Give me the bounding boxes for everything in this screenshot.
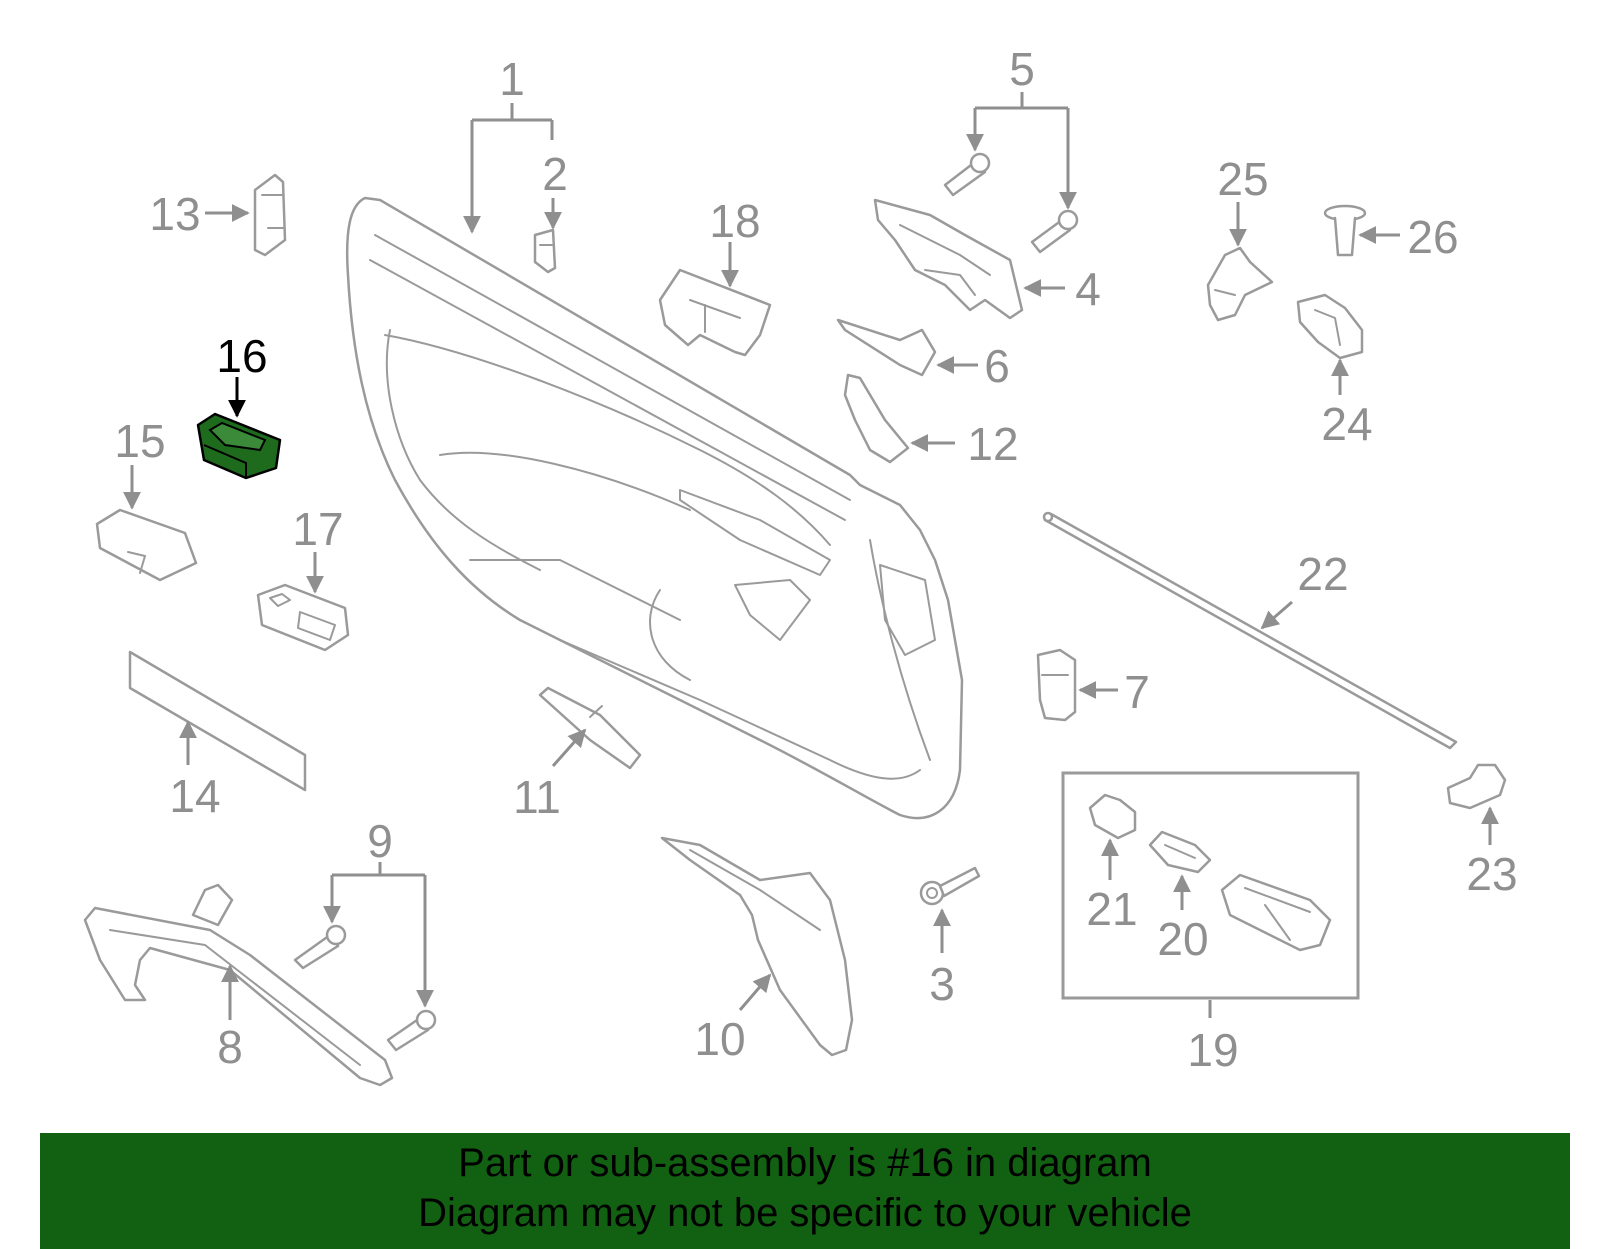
callout-15: 15 bbox=[114, 415, 165, 467]
pull-handle-trim-part-8[interactable] bbox=[83, 883, 394, 1087]
leader-lines bbox=[123, 92, 1499, 1020]
end-clip-part-23[interactable] bbox=[1446, 763, 1507, 810]
callout-25: 25 bbox=[1217, 153, 1268, 205]
callout-numbers: 1 2 3 4 5 6 7 8 9 10 11 12 13 14 15 16 1… bbox=[114, 43, 1517, 1076]
clip-part-21[interactable] bbox=[1088, 793, 1137, 840]
callout-5: 5 bbox=[1009, 43, 1035, 95]
callout-16: 16 bbox=[216, 330, 267, 382]
callout-21: 21 bbox=[1086, 883, 1137, 935]
trim-strip-part-6[interactable] bbox=[836, 318, 937, 377]
callout-8: 8 bbox=[217, 1021, 243, 1073]
push-pin-part-26[interactable] bbox=[1323, 204, 1367, 257]
callout-19: 19 bbox=[1187, 1024, 1238, 1076]
bracket-part-13[interactable] bbox=[253, 173, 287, 257]
callout-17: 17 bbox=[292, 503, 343, 555]
banner-line-part-number: Part or sub-assembly is #16 in diagram bbox=[458, 1141, 1152, 1185]
window-switch-part-17[interactable] bbox=[256, 583, 350, 652]
bolt-part-5b[interactable] bbox=[1030, 209, 1079, 254]
door-trim-panel[interactable] bbox=[345, 196, 964, 820]
callout-2: 2 bbox=[542, 148, 568, 200]
callout-6: 6 bbox=[984, 340, 1010, 392]
master-switch-part-19[interactable] bbox=[1220, 873, 1332, 952]
connector-part-7[interactable] bbox=[1036, 648, 1077, 722]
bolt-part-5a[interactable] bbox=[943, 152, 991, 197]
callout-24: 24 bbox=[1321, 398, 1372, 450]
banner-line-disclaimer: Diagram may not be specific to your vehi… bbox=[418, 1191, 1192, 1235]
screw-part-3[interactable] bbox=[919, 866, 981, 906]
switch-housing-part-15[interactable] bbox=[95, 508, 198, 582]
callout-3: 3 bbox=[929, 958, 955, 1010]
pad-part-14[interactable] bbox=[128, 650, 307, 792]
callout-4: 4 bbox=[1075, 263, 1101, 315]
callout-12: 12 bbox=[967, 418, 1018, 470]
callout-10: 10 bbox=[694, 1013, 745, 1065]
bracket-part-4[interactable] bbox=[873, 198, 1024, 320]
callout-11: 11 bbox=[513, 771, 561, 823]
callout-13: 13 bbox=[149, 188, 200, 240]
callout-26: 26 bbox=[1407, 211, 1458, 263]
bezel-part-18[interactable] bbox=[658, 268, 772, 357]
wedge-part-12[interactable] bbox=[843, 373, 910, 464]
switch-kit-part-19[interactable] bbox=[1061, 771, 1360, 1000]
callout-1: 1 bbox=[499, 53, 525, 105]
callout-14: 14 bbox=[169, 770, 220, 822]
rod-part-22[interactable] bbox=[1042, 511, 1458, 750]
callout-9: 9 bbox=[367, 815, 393, 867]
callout-18: 18 bbox=[709, 195, 760, 247]
bolt-part-9b[interactable] bbox=[386, 1009, 437, 1052]
strip-part-11[interactable] bbox=[538, 686, 642, 770]
callout-20: 20 bbox=[1157, 913, 1208, 965]
switch-bezel-part-16[interactable] bbox=[196, 412, 282, 480]
bracket-part-24[interactable] bbox=[1296, 293, 1364, 360]
callout-7: 7 bbox=[1124, 666, 1150, 718]
callout-22: 22 bbox=[1297, 548, 1348, 600]
clip-part-2[interactable] bbox=[533, 228, 557, 274]
lower-trim-part-10[interactable] bbox=[660, 836, 854, 1057]
info-banner: Part or sub-assembly is #16 in diagram D… bbox=[40, 1133, 1570, 1249]
callout-23: 23 bbox=[1466, 848, 1517, 900]
clip-part-25[interactable] bbox=[1206, 246, 1274, 322]
switch-part-20[interactable] bbox=[1148, 830, 1212, 874]
bolt-part-9a[interactable] bbox=[293, 924, 347, 970]
